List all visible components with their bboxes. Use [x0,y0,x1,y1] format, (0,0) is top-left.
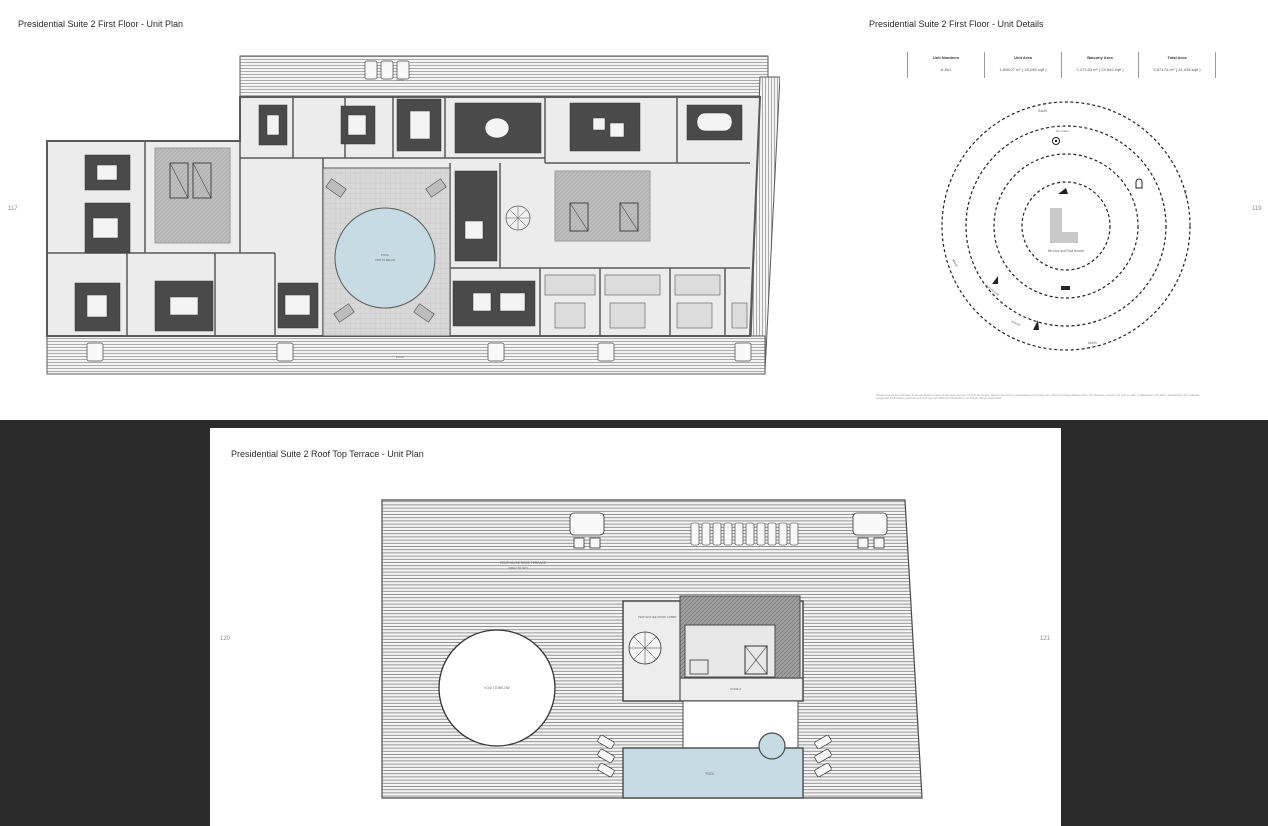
page-number-left: 117 [8,206,18,212]
value-unit-numbers: A-801 [940,67,952,72]
col-balcony-area: Balcony Area 2,272.83 m² ( 24,542 sqft ) [1062,52,1139,78]
col-unit-area: Unit Area 1,696.07 m² ( 18,256 sqft ) [985,52,1062,78]
boat-icon [1058,188,1070,290]
view-west-label: West [951,259,958,268]
view-center-label: 8th floor and Roof terrace [1048,249,1084,253]
page-number-right-roof: 121 [1040,636,1051,642]
pool-sublabel: VOID TO BELOW [375,259,396,262]
terrace-label: PENTHOUSE ROOF TERRACE [500,561,546,565]
view-diagram: 8th floor and Roof terrace South North W… [941,101,1191,351]
col-total-area: Total Area 3,871.01 m² ( 41,638 sqft ) [1139,52,1216,78]
terrace-bottom-label: POOL [396,355,405,359]
header-total-area: Total Area [1167,55,1187,60]
pool-label: POOL [381,253,390,257]
roof-terrace-page: Presidential Suite 2 Roof Top Terrace - … [210,428,1061,826]
first-floor-plan: POOL VOID TO BELOW [46,55,780,375]
landmark-icon [1052,137,1060,145]
value-balcony-area: 2,272.83 m² ( 24,542 sqft ) [1076,67,1124,72]
lobby-label: PENTHOUSE ROOF LOBBY [638,615,677,619]
view-east-label: East [1183,189,1188,197]
view-label-3: Atlantis [1011,319,1022,327]
view-label-1: Air Outlet [1056,129,1069,133]
roof-plan-title: Presidential Suite 2 Roof Top Terrace - … [231,449,424,459]
void-label: VOID TO BELOW [484,686,509,690]
first-floor-plan-title: Presidential Suite 2 First Floor - Unit … [18,19,184,29]
first-floor-details-title: Presidential Suite 2 First Floor - Unit … [869,19,1044,29]
page-number-left-roof: 120 [220,636,231,642]
unit-details-table: Unit Numbers A-801 Unit Area 1,696.07 m²… [907,52,1216,78]
disclaimer-text: *Measurements are estimates. Areas are b… [876,394,1201,401]
view-north-label: North [1088,341,1097,345]
view-label-2: Burj Al Arab [985,284,1000,297]
core-label: CORE A [730,687,741,691]
page-number-right: 119 [1252,206,1262,212]
value-total-area: 3,871.01 m² ( 41,638 sqft ) [1153,67,1201,72]
terrace-top-label: POOL [396,78,405,82]
header-unit-numbers: Unit Numbers [932,55,960,60]
value-unit-area: 1,696.07 m² ( 18,256 sqft ) [999,67,1047,72]
tower-icon [1135,178,1143,189]
terrace-sublabel: OPEN TO SKY [508,566,528,570]
sail-icon [992,276,1039,330]
view-south-label: South [1038,109,1047,113]
header-unit-area: Unit Area [1014,55,1032,60]
first-floor-page: Presidential Suite 2 First Floor - Unit … [0,0,1268,420]
header-balcony-area: Balcony Area [1087,55,1113,60]
col-unit-numbers: Unit Numbers A-801 [908,52,985,78]
roof-terrace-plan: VOID TO BELOW PENTHOUSE ROOF TERRACE OPE… [381,499,923,799]
roof-pool-label: POOL [706,772,715,776]
